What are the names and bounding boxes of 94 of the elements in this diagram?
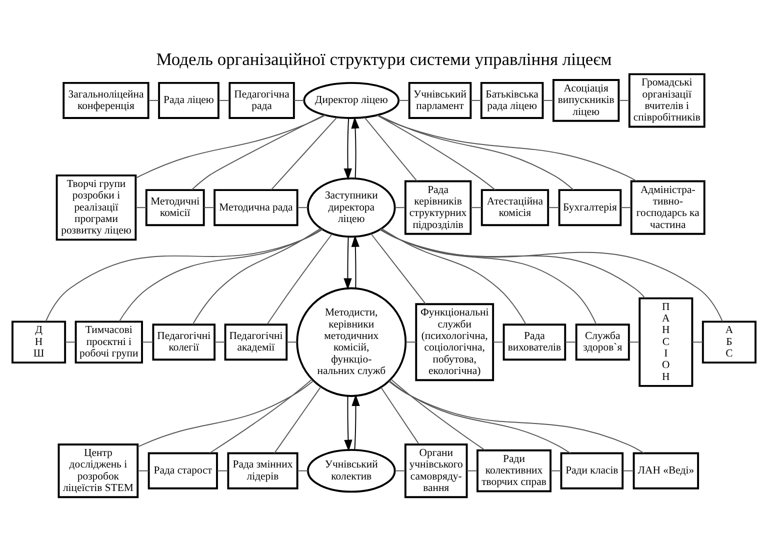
arrow bbox=[351, 235, 360, 289]
connector bbox=[136, 207, 147, 208]
connector bbox=[137, 470, 150, 472]
connector bbox=[380, 386, 420, 445]
connector bbox=[388, 380, 571, 454]
node-box: А Б С bbox=[702, 320, 756, 364]
node-box: Ради класів bbox=[560, 452, 624, 490]
connector bbox=[620, 207, 632, 208]
connector bbox=[370, 233, 426, 305]
connector bbox=[64, 342, 76, 343]
connector bbox=[380, 228, 527, 325]
connector bbox=[191, 114, 326, 190]
node-box: Рада керівників структурних підрозділів bbox=[404, 180, 472, 235]
node-box: ЛАН «Веді» bbox=[632, 452, 700, 490]
connector bbox=[296, 470, 308, 472]
node-box: Центр досліджень і розробок ліцеїстів STEM bbox=[58, 444, 139, 498]
connector bbox=[376, 114, 496, 190]
node-ellipse: Учнівський колектив bbox=[306, 448, 396, 493]
node-ellipse: Заступники директора ліцею bbox=[306, 177, 396, 238]
connector bbox=[148, 100, 160, 101]
connector bbox=[45, 228, 324, 322]
node-box: Ради колективних творчих справ bbox=[476, 449, 552, 492]
node-box: Творчі групи розробки і реалізації програми розвитку ліцею bbox=[56, 174, 137, 241]
node-box: Громадські організації вчителів і співробітників bbox=[628, 73, 706, 128]
connector bbox=[388, 380, 644, 454]
node-box: Рада вихователів bbox=[502, 324, 566, 361]
diagram-title: Модель організаційної структури системи управління ліцеєм bbox=[156, 48, 612, 69]
node-box: Методичні комісії bbox=[145, 189, 205, 226]
node-box: Органи учнівського самовряду- вання bbox=[404, 444, 468, 498]
connector bbox=[203, 207, 215, 208]
connector bbox=[618, 100, 630, 101]
connector bbox=[218, 100, 230, 101]
connector bbox=[542, 100, 554, 101]
node-box: Адміністра- тивно- господарсь ка частина bbox=[630, 180, 706, 235]
connector bbox=[118, 228, 322, 322]
connector bbox=[622, 470, 634, 472]
node-circle: Методисти, керівники методичних комісій, функціо- нальних служб bbox=[296, 287, 407, 397]
connector bbox=[209, 378, 313, 454]
connector bbox=[214, 342, 226, 343]
node-box: Педагогічна рада bbox=[228, 82, 295, 119]
node-box: Асоціація випускників ліцею bbox=[552, 79, 620, 122]
connector bbox=[377, 114, 574, 190]
connector bbox=[550, 470, 562, 472]
connector bbox=[390, 378, 486, 451]
connector bbox=[192, 228, 322, 325]
node-box: Загальноліцейна конференція bbox=[62, 82, 150, 119]
node-box: Батьківська рада ліцею bbox=[480, 82, 544, 119]
node-box: Бухгалтерія bbox=[558, 189, 622, 226]
node-box: Учнівський парламент bbox=[408, 82, 472, 119]
connector bbox=[380, 228, 597, 326]
node-box: Рада ліцею bbox=[158, 82, 220, 119]
node-box: П А Н С І О Н bbox=[638, 297, 694, 387]
node-box: Педагогічні академії bbox=[224, 324, 288, 361]
connector bbox=[380, 228, 646, 299]
connector bbox=[286, 342, 298, 343]
connector bbox=[297, 207, 308, 208]
node-box: Д Н Ш bbox=[12, 320, 66, 364]
connector bbox=[379, 229, 724, 322]
node-box: Атестаційна комісія bbox=[480, 189, 550, 226]
connector bbox=[266, 233, 333, 325]
arrow bbox=[344, 395, 352, 452]
arrow bbox=[344, 236, 352, 290]
node-box: Рада старост bbox=[148, 452, 218, 490]
connector bbox=[142, 342, 154, 343]
connector bbox=[216, 470, 228, 472]
connector bbox=[548, 207, 560, 208]
connector bbox=[364, 116, 418, 182]
connector bbox=[466, 470, 478, 472]
node-ellipse: Директор ліцею bbox=[303, 82, 400, 119]
node-box: Служба здоров`я bbox=[575, 324, 630, 361]
arrow bbox=[352, 394, 360, 451]
node-box: Педагогічні колегії bbox=[152, 324, 216, 361]
connector bbox=[692, 342, 704, 343]
connector bbox=[394, 470, 406, 472]
connector bbox=[135, 114, 326, 179]
connector bbox=[137, 380, 314, 448]
connector bbox=[394, 207, 406, 208]
connector bbox=[270, 116, 338, 190]
connector bbox=[398, 100, 410, 101]
node-box: Рада змінних лідерів bbox=[227, 452, 298, 490]
connector bbox=[405, 342, 417, 343]
arrow bbox=[344, 118, 352, 180]
connector bbox=[294, 100, 304, 101]
node-box: Методична рада bbox=[214, 189, 298, 226]
connector bbox=[628, 342, 640, 343]
connector bbox=[492, 342, 504, 343]
connector bbox=[274, 386, 322, 454]
connector bbox=[470, 100, 482, 101]
connector bbox=[564, 342, 577, 343]
arrow bbox=[351, 116, 360, 180]
connector bbox=[470, 207, 482, 208]
node-box: Тимчасові проєктні і робочі групи bbox=[74, 320, 143, 364]
connector bbox=[376, 114, 637, 182]
node-box: Функціональні служби (психологічна, соціологічна, побутова, екологічна) bbox=[415, 303, 494, 382]
